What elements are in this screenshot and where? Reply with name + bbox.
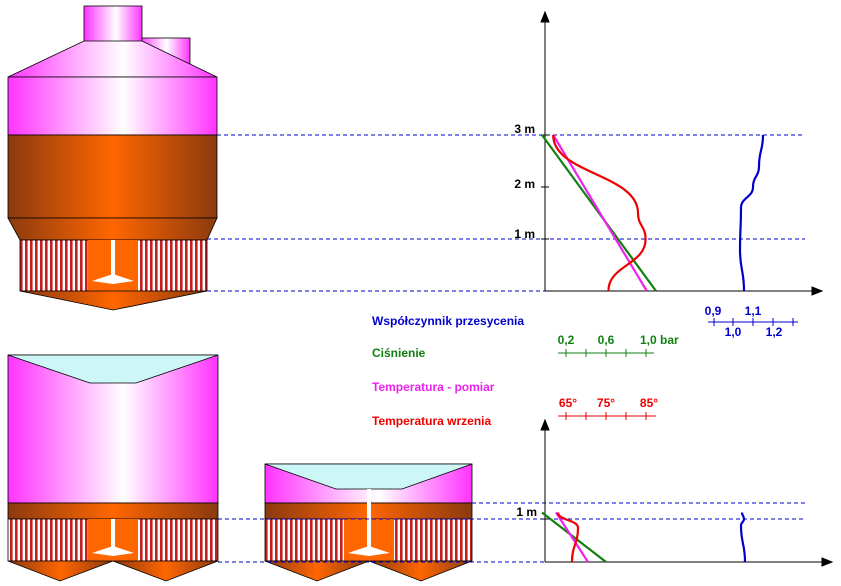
bottom-saturation-curve — [739, 512, 747, 563]
tank-bl-bottom-right-cone — [112, 560, 219, 582]
top-saturation-curve — [738, 134, 765, 292]
depth-label-1m: 1 m — [514, 227, 535, 241]
legend-pressure: Ciśnienie — [372, 346, 426, 360]
top-chart: 3 m 2 m 1 m — [207, 10, 824, 296]
bottom-pressure-curve — [541, 511, 607, 563]
tank-top-upper-shell — [7, 76, 218, 136]
tank-bottom-middle — [264, 463, 473, 582]
pressure-label-0-2: 0,2 — [558, 333, 575, 347]
bottom-y-axis-arrow — [540, 418, 550, 431]
tank-bl-liquid-surface — [7, 354, 219, 384]
legend-temp-boiling: Temperatura wrzenia — [372, 414, 491, 428]
bottom-axes — [540, 418, 834, 567]
bottom-temp-boiling-curve — [556, 512, 580, 563]
tank-bl-brown-band — [7, 502, 219, 520]
tank-bl-mixer-blade — [92, 546, 134, 556]
depth-label-2m: 2 m — [514, 177, 535, 191]
top-axes — [540, 10, 824, 296]
tank-bm-mixer-blade — [348, 546, 390, 556]
tank-top — [7, 5, 218, 311]
pressure-scale: 0,2 0,6 1,0 bar — [558, 333, 679, 357]
saturation-label-0-9: 0,9 — [705, 304, 722, 318]
depth-label-3m: 3 m — [514, 122, 535, 136]
top-y-axis-arrow — [540, 10, 550, 23]
tank-bottom-left — [7, 354, 219, 582]
saturation-label-1-1: 1,1 — [745, 304, 762, 318]
bottom-series-group — [541, 511, 747, 563]
tank-top-taper — [7, 217, 218, 241]
top-guide-lines — [207, 134, 805, 292]
pressure-label-1-0: 1,0 bar — [640, 333, 679, 347]
bottom-temp-measured-curve — [555, 511, 589, 563]
bottom-depth-label-1m: 1 m — [516, 505, 537, 519]
vent-pipe-front — [83, 5, 143, 43]
legend-saturation: Współczynnik przesycenia — [372, 314, 524, 328]
temperature-label-65: 65° — [559, 396, 577, 410]
saturation-label-1-2: 1,2 — [766, 325, 783, 339]
saturation-label-1-0: 1,0 — [725, 325, 742, 339]
bottom-chart: 1 m — [218, 418, 834, 567]
tank-bm-liquid-surface — [264, 463, 473, 490]
pressure-label-0-6: 0,6 — [598, 333, 615, 347]
tank-bm-bottom-left-cone — [264, 560, 370, 582]
top-temp-boiling-curve — [552, 134, 647, 292]
saturation-scale: 0,9 1,1 1,0 1,2 — [705, 304, 798, 339]
temperature-scale: 65° 75° 85° — [558, 396, 658, 420]
temperature-label-75: 75° — [597, 396, 615, 410]
bottom-x-axis-arrow — [821, 557, 834, 567]
tank-top-middle-shell — [7, 134, 218, 219]
top-x-axis-arrow — [811, 286, 824, 296]
tank-bm-bottom-right-cone — [368, 560, 473, 582]
tank-bl-bottom-left-cone — [7, 560, 114, 582]
legend-temp-measured: Temperatura - pomiar — [372, 380, 495, 394]
legend: Współczynnik przesycenia Ciśnienie Tempe… — [372, 314, 524, 428]
bottom-guide-lines — [218, 502, 805, 563]
tank-top-mixer-blade — [92, 274, 134, 284]
tank-top-cone-bottom — [19, 290, 208, 311]
top-series-group — [541, 134, 765, 292]
temperature-label-85: 85° — [640, 396, 658, 410]
